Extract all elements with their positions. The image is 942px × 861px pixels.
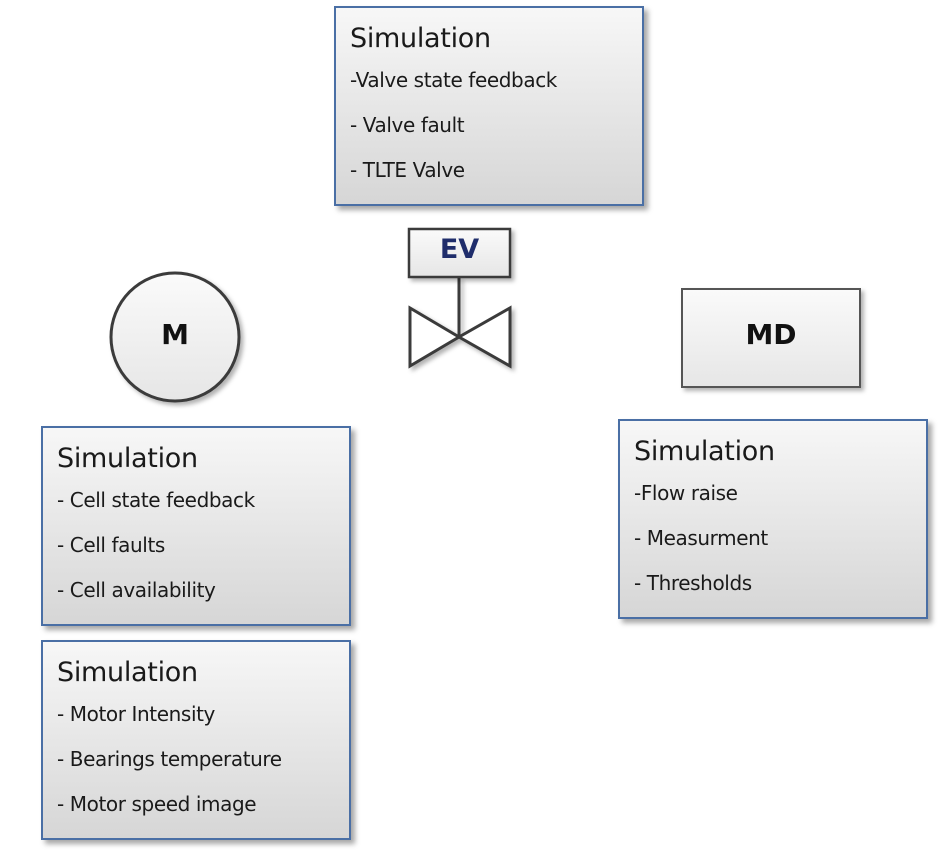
list-item: - Cell availability bbox=[57, 578, 216, 602]
motor-label: M bbox=[161, 318, 189, 351]
list-item: - Measurment bbox=[634, 526, 768, 550]
motor-symbol bbox=[109, 271, 241, 403]
box-title: Simulation bbox=[57, 657, 198, 688]
list-item: -Flow raise bbox=[634, 481, 738, 505]
md-simulation-box: Simulation -Flow raise - Measurment - Th… bbox=[618, 419, 928, 619]
list-item: - Motor Intensity bbox=[57, 702, 215, 726]
list-item: - Valve fault bbox=[350, 113, 465, 137]
list-item: - TLTE Valve bbox=[350, 158, 465, 182]
valve-symbol bbox=[408, 277, 512, 369]
valve-actuator-box bbox=[407, 227, 512, 279]
cell-simulation-box: Simulation - Cell state feedback - Cell … bbox=[41, 426, 351, 626]
list-item: - Bearings temperature bbox=[57, 747, 282, 771]
motor-simulation-box: Simulation - Motor Intensity - Bearings … bbox=[41, 640, 351, 840]
box-title: Simulation bbox=[350, 23, 491, 54]
valve-actuator-label: EV bbox=[439, 234, 480, 265]
box-title: Simulation bbox=[57, 443, 198, 474]
list-item: - Cell state feedback bbox=[57, 488, 255, 512]
list-item: -Valve state feedback bbox=[350, 68, 557, 92]
list-item: - Motor speed image bbox=[57, 792, 257, 816]
measurement-device-box bbox=[681, 288, 861, 388]
list-item: - Thresholds bbox=[634, 571, 752, 595]
list-item: - Cell faults bbox=[57, 533, 165, 557]
valve-simulation-box: Simulation -Valve state feedback - Valve… bbox=[334, 6, 644, 206]
box-title: Simulation bbox=[634, 436, 775, 467]
measurement-device-label: MD bbox=[745, 318, 797, 351]
